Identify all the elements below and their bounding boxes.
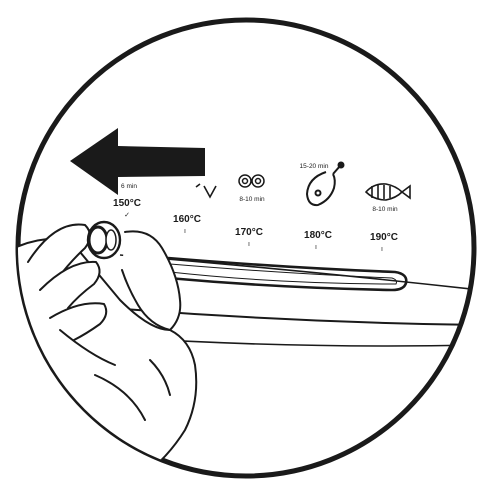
control-knob	[88, 222, 120, 258]
setting-temperature-3: 170°C	[235, 227, 263, 238]
setting-tick-5: ı	[381, 246, 383, 253]
setting-time-5: 8-10 min	[372, 206, 398, 213]
setting-time-4: 15-20 min	[300, 163, 329, 170]
setting-tick-1: ✓	[124, 212, 130, 219]
setting-time-3: 8-10 min	[239, 196, 265, 203]
setting-time-1: 6 min	[121, 183, 137, 190]
setting-temperature-5: 190°C	[370, 232, 398, 243]
setting-temperature-4: 180°C	[304, 230, 332, 241]
setting-temperature-1: 150°C	[113, 198, 141, 209]
setting-tick-3: ı	[248, 241, 250, 248]
setting-temperature-2: 160°C	[173, 214, 201, 225]
setting-tick-4: ı	[315, 244, 317, 251]
setting-tick-2: ı	[184, 228, 186, 235]
